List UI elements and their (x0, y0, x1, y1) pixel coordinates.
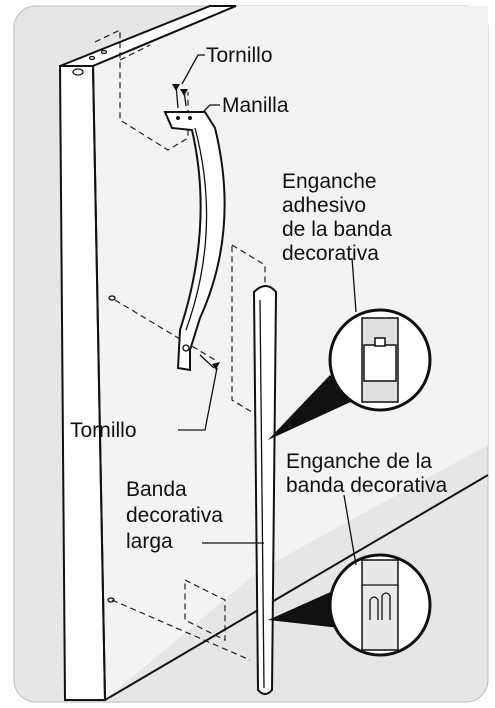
bottom-hole (107, 597, 115, 603)
label-adhesive-hook-line-1: Enganche (282, 170, 377, 193)
label-adhesive-hook-line-3: de la banda (282, 218, 392, 241)
label-adhesive-hook-line-2: adhesivo (282, 194, 366, 217)
label-handle: Manilla (222, 94, 289, 117)
bottom-guide-dashed (184, 579, 226, 641)
leader-handle (202, 104, 220, 113)
door-bottom-edge (104, 474, 489, 701)
adhesive-hook-icon (361, 317, 399, 403)
callout-pointer-bottom (268, 590, 340, 628)
top-hole-2 (88, 55, 96, 61)
handle-hole-top-1 (176, 116, 180, 120)
trim-hook-icon (361, 559, 399, 651)
leader-adhesive-hook (351, 257, 357, 313)
handle-hole-top-2 (188, 116, 192, 120)
mid-hole (108, 295, 116, 301)
long-trim-strip (252, 285, 278, 695)
bottom-guide-hole-line (111, 599, 251, 661)
callout-pointer-top (268, 375, 355, 440)
handle-shape (163, 111, 226, 372)
leader-trim-hook (343, 494, 357, 566)
door-main-face (93, 6, 488, 700)
label-trim-hook-line-2: banda decorativa (286, 474, 447, 497)
top-hole-3 (100, 49, 108, 55)
handle-hole-bottom (182, 344, 190, 352)
label-long-trim-line-3: larga (126, 530, 173, 553)
label-screw-bottom: Tornillo (70, 419, 137, 442)
label-adhesive-hook-line-4: decorativa (282, 242, 379, 265)
leader-screw-bottom (178, 367, 218, 431)
leader-screw-top (181, 54, 205, 85)
top-guide-dashed-2 (119, 44, 151, 61)
screw-top-icon (172, 84, 188, 109)
label-screw-top: Tornillo (206, 44, 273, 67)
label-trim-hook-line-1: Enganche de la (286, 450, 432, 473)
top-hole-1 (72, 68, 84, 76)
handle-inner-curve (185, 127, 208, 331)
label-long-trim-line-2: decorativa (126, 504, 223, 527)
door-edge-line (92, 65, 106, 701)
door-top-edge (92, 5, 237, 67)
label-long-trim-line-1: Banda (126, 478, 187, 501)
screw-bottom-icon (199, 354, 220, 370)
